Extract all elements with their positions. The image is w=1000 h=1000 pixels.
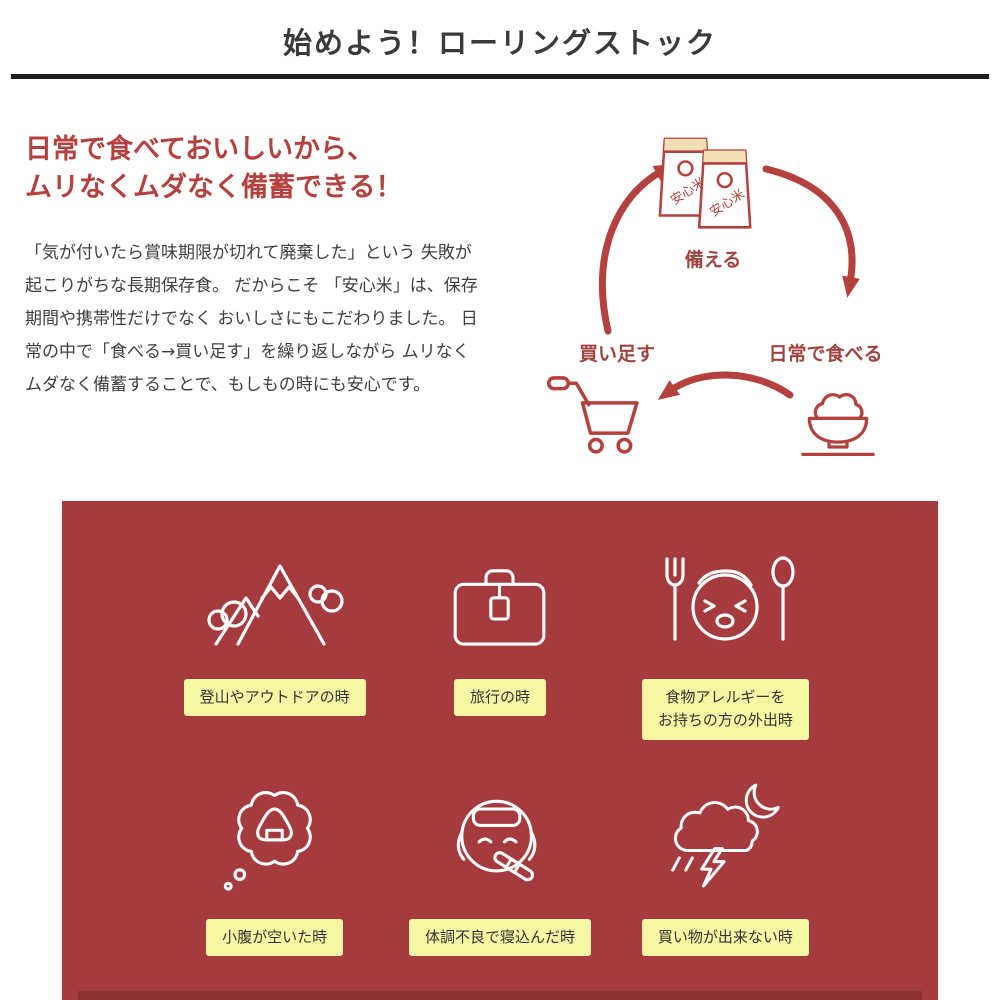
- sick-in-bed-icon: [457, 799, 537, 882]
- cycle-step-prepare: 備える: [684, 249, 742, 271]
- scene-cell-outdoor: 登山やアウトドアの時: [162, 511, 387, 751]
- use-scenes-panel: 登山やアウトドアの時 旅行の時: [62, 501, 938, 1000]
- mountain-icon: [207, 564, 344, 646]
- suitcase-icon: [454, 569, 546, 646]
- header: 始めよう！ローリングストック: [0, 20, 1000, 79]
- scene-label: 小腹が空いた時: [206, 919, 344, 957]
- scene-cell-travel: 旅行の時: [387, 511, 612, 751]
- rice-bowl-icon: [801, 392, 875, 456]
- intro-heading: 日常で食べておいしいから、 ムリなくムダなく備蓄できる！: [25, 131, 490, 207]
- scene-cell-allergy: 食物アレルギーを お持ちの方の外出時: [613, 511, 838, 751]
- intro-section: 日常で食べておいしいから、 ムリなくムダなく備蓄できる！ 「気が付いたら賞味期限…: [0, 79, 1000, 485]
- intro-heading-line2: ムリなくムダなく備蓄できる！: [25, 171, 403, 203]
- scene-grid: 登山やアウトドアの時 旅行の時: [62, 511, 938, 991]
- food-pouch-icon: 安心米 安心米: [658, 137, 752, 229]
- scene-label: 旅行の時: [453, 679, 546, 717]
- intro-heading-line1: 日常で食べておいしいから、: [25, 134, 375, 165]
- allergy-icon: [665, 556, 795, 641]
- onigiri-thought-icon: [223, 791, 312, 891]
- page-title: 始めよう！ローリングストック: [282, 26, 717, 60]
- scene-cell-hungry: 小腹が空いた時: [162, 751, 387, 991]
- intro-body: 「気が付いたら賞味期限が切れて廃棄した」という 失敗が起こりがちな長期保存食。 …: [25, 242, 478, 396]
- panel-footer-strip: [78, 991, 922, 1000]
- scene-label: 体調不良で寝込んだ時: [408, 919, 591, 957]
- scene-label: 食物アレルギーを お持ちの方の外出時: [641, 679, 809, 740]
- cycle-arrows: [598, 163, 860, 400]
- intro-text-block: 日常で食べておいしいから、 ムリなくムダなく備蓄できる！ 「気が付いたら賞味期限…: [25, 131, 490, 485]
- rolling-stock-diagram: 安心米 安心米 備える 買い足す 日常で食べる: [538, 133, 938, 485]
- scene-label: 登山やアウトドアの時: [183, 679, 366, 717]
- cycle-step-restock: 買い足す: [578, 343, 655, 365]
- scene-cell-no-shopping: 買い物が出来ない時: [613, 751, 838, 991]
- storm-night-icon: [671, 783, 781, 888]
- shopping-cart-icon: [546, 376, 639, 454]
- scene-cell-sick: 体調不良で寝込んだ時: [387, 751, 612, 991]
- scene-label: 買い物が出来ない時: [641, 919, 809, 957]
- cycle-step-eat: 日常で食べる: [768, 343, 883, 365]
- title-divider: [11, 74, 989, 79]
